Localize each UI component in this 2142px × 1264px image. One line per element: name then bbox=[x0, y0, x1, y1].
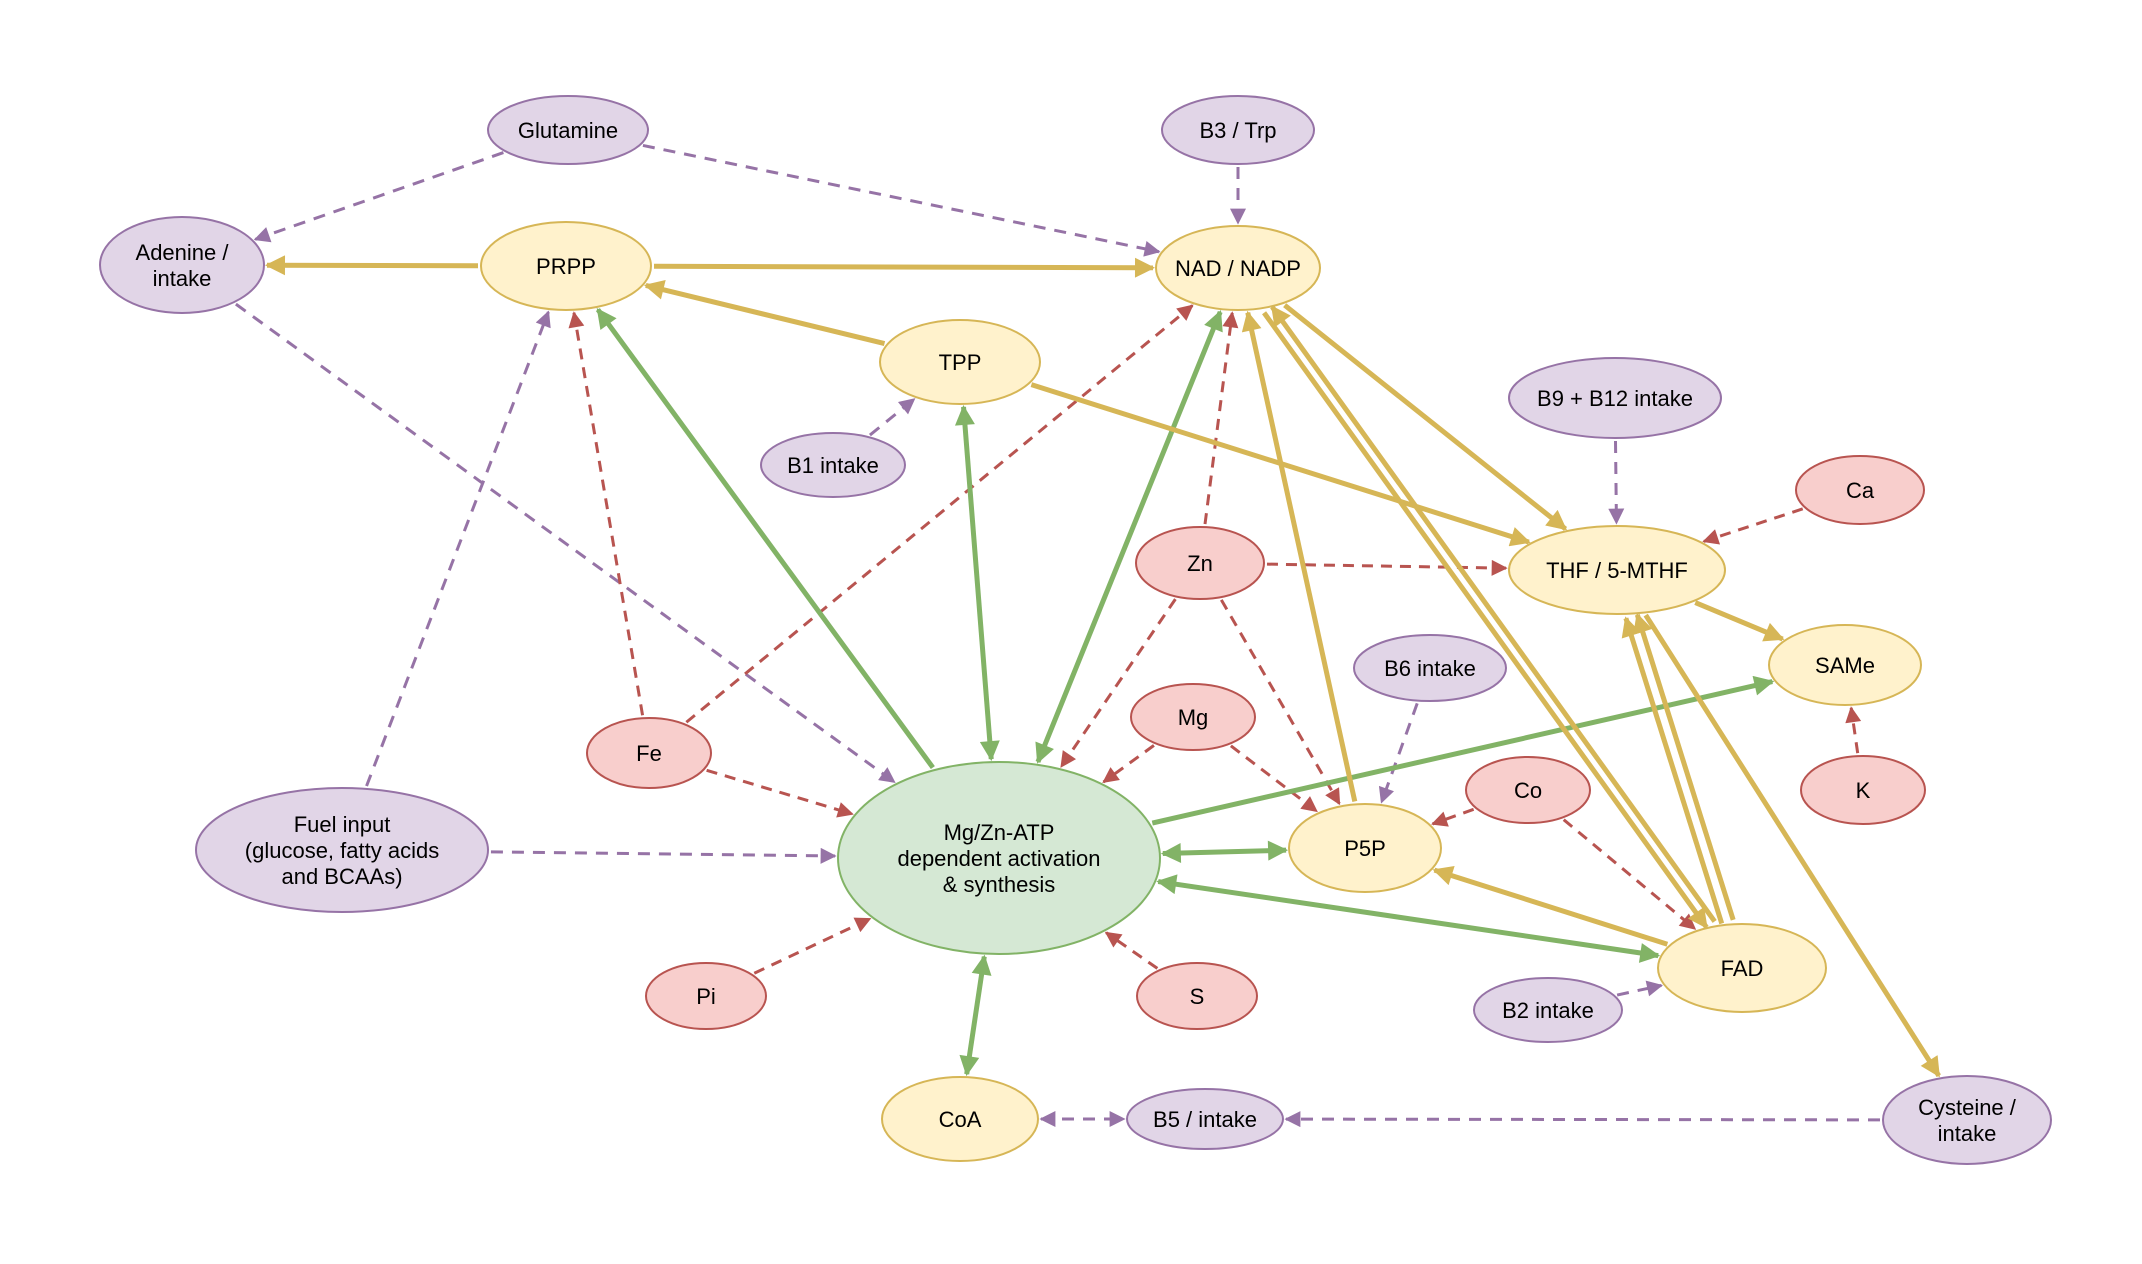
edge-fad-nad bbox=[1270, 305, 1717, 923]
edge-center-p5p bbox=[1160, 840, 1289, 864]
edge-layer bbox=[235, 143, 1941, 1128]
edge-zn-thf bbox=[1266, 559, 1508, 576]
edge-center-nad bbox=[1035, 310, 1223, 764]
edge-zn-p5p bbox=[1220, 599, 1341, 806]
node-b6: B6 intake bbox=[1353, 634, 1507, 702]
edge-co-fad bbox=[1562, 818, 1697, 931]
edge-fe-nad bbox=[685, 304, 1194, 724]
node-p5p: P5P bbox=[1288, 803, 1442, 893]
node-coa: CoA bbox=[881, 1076, 1039, 1162]
node-k: K bbox=[1800, 755, 1926, 825]
edge-k-same bbox=[1845, 706, 1862, 754]
node-fad: FAD bbox=[1657, 923, 1827, 1013]
edge-ca-thf bbox=[1702, 507, 1804, 545]
edge-fuel-prpp bbox=[365, 310, 551, 787]
edge-center-same bbox=[1151, 675, 1775, 826]
edge-glutamine-adenine bbox=[253, 151, 504, 243]
edge-s-center bbox=[1104, 931, 1159, 970]
node-pi: Pi bbox=[645, 962, 767, 1030]
edge-thf-cys bbox=[1643, 613, 1941, 1078]
node-s: S bbox=[1136, 962, 1258, 1030]
node-co: Co bbox=[1465, 756, 1591, 824]
edge-fuel-center bbox=[490, 847, 837, 864]
node-glutamine: Glutamine bbox=[487, 95, 649, 165]
node-zn: Zn bbox=[1135, 526, 1265, 600]
node-same: SAMe bbox=[1768, 624, 1922, 706]
node-cys: Cysteine /intake bbox=[1882, 1075, 2052, 1165]
edge-adenine-center bbox=[235, 302, 896, 784]
node-tpp: TPP bbox=[879, 319, 1041, 405]
node-thf: THF / 5-MTHF bbox=[1508, 525, 1726, 615]
edge-pi-center bbox=[753, 917, 872, 975]
node-b9b12: B9 + B12 intake bbox=[1508, 357, 1722, 439]
edge-fad-p5p bbox=[1432, 866, 1669, 947]
edge-fe-prpp bbox=[568, 311, 645, 716]
node-b1: B1 intake bbox=[760, 432, 906, 498]
edge-b9b12-thf bbox=[1608, 440, 1625, 525]
edge-center-prpp bbox=[595, 307, 935, 770]
edge-nad-thf bbox=[1283, 303, 1568, 531]
edge-b6-p5p bbox=[1378, 702, 1419, 804]
edge-thf-same bbox=[1694, 600, 1785, 642]
node-b5: B5 / intake bbox=[1126, 1088, 1284, 1150]
edge-fad-thf bbox=[1633, 612, 1736, 921]
edge-tpp-prpp bbox=[643, 279, 886, 347]
edge-center-tpp bbox=[954, 404, 1000, 762]
node-b3trp: B3 / Trp bbox=[1161, 95, 1315, 165]
edge-prpp-nad bbox=[653, 257, 1156, 278]
node-mg: Mg bbox=[1130, 683, 1256, 751]
edge-mg-center bbox=[1102, 744, 1155, 784]
edge-prpp-adenine bbox=[264, 255, 479, 276]
edge-b1-tpp bbox=[868, 397, 916, 437]
edge-cys-b5 bbox=[1284, 1111, 1881, 1128]
edge-fe-center bbox=[706, 768, 854, 818]
edge-zn-nad bbox=[1203, 311, 1239, 525]
edge-p5p-nad bbox=[1241, 310, 1358, 802]
node-fe: Fe bbox=[586, 717, 712, 789]
edge-nad-fad bbox=[1262, 311, 1709, 929]
edge-fad-thf bbox=[1621, 616, 1725, 925]
edge-center-fad bbox=[1156, 874, 1661, 963]
node-b2: B2 intake bbox=[1473, 977, 1623, 1043]
edge-center-coa bbox=[959, 954, 992, 1077]
edge-co-p5p bbox=[1431, 807, 1475, 827]
edge-glutamine-nad bbox=[642, 143, 1161, 257]
node-nad: NAD / NADP bbox=[1155, 225, 1321, 311]
edge-b2-fad bbox=[1616, 980, 1664, 997]
node-ca: Ca bbox=[1795, 455, 1925, 525]
node-prpp: PRPP bbox=[480, 221, 652, 311]
node-adenine: Adenine /intake bbox=[99, 216, 265, 314]
